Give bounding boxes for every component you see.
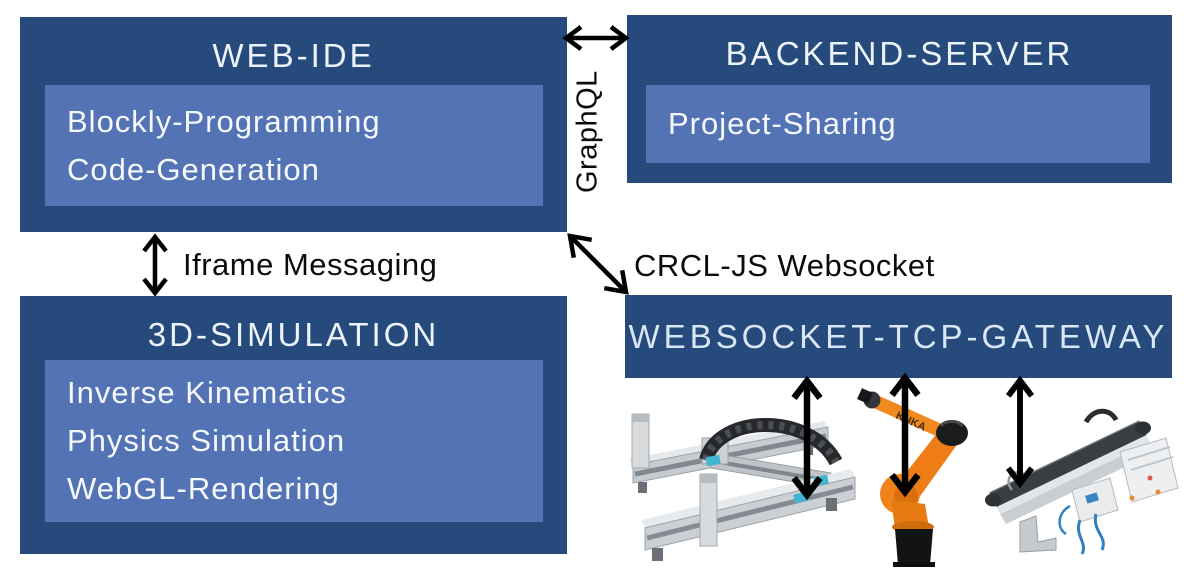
- feature-item: Physics Simulation: [67, 423, 346, 458]
- web-ide-features-panel: Blockly-Programming Code-Generation: [45, 85, 543, 206]
- web-ide-title: WEB-IDE: [212, 37, 375, 74]
- iframe-messaging-label: Iframe Messaging: [183, 247, 438, 282]
- feature-item: Blockly-Programming: [67, 103, 381, 139]
- gantry-robot-image: [629, 413, 856, 561]
- simulation-features-panel: Inverse Kinematics Physics Simulation We…: [45, 360, 543, 522]
- gateway-box: WEBSOCKET-TCP-GATEWAY: [625, 295, 1172, 378]
- feature-item: WebGL-Rendering: [67, 471, 340, 506]
- gateway-device-arrow-icon: [791, 376, 823, 500]
- conveyor-module-image: [985, 408, 1179, 555]
- gateway-device-arrow-icon: [889, 372, 921, 498]
- feature-item: Project-Sharing: [668, 106, 897, 141]
- backend-server-title: BACKEND-SERVER: [725, 35, 1074, 72]
- simulation-title: 3D-SIMULATION: [147, 316, 440, 353]
- feature-item: Code-Generation: [67, 151, 320, 187]
- gateway-title: WEBSOCKET-TCP-GATEWAY: [628, 317, 1169, 355]
- graphql-arrow-icon: [562, 25, 630, 51]
- backend-server-box: BACKEND-SERVER Project-Sharing: [627, 15, 1172, 183]
- crcl-websocket-arrow-icon: [567, 233, 629, 295]
- graphql-label: GraphQL: [571, 70, 604, 194]
- feature-item: Inverse Kinematics: [67, 375, 347, 410]
- iframe-messaging-arrow-icon: [142, 233, 168, 297]
- web-ide-box: WEB-IDE Blockly-Programming Code-Generat…: [20, 17, 567, 232]
- gateway-device-arrow-icon: [1005, 376, 1035, 488]
- simulation-box: 3D-SIMULATION Inverse Kinematics Physics…: [20, 296, 567, 554]
- robot-arm-image: KUKA: [857, 388, 968, 567]
- crcl-websocket-label: CRCL-JS Websocket: [634, 248, 935, 283]
- backend-server-features-panel: Project-Sharing: [646, 85, 1150, 163]
